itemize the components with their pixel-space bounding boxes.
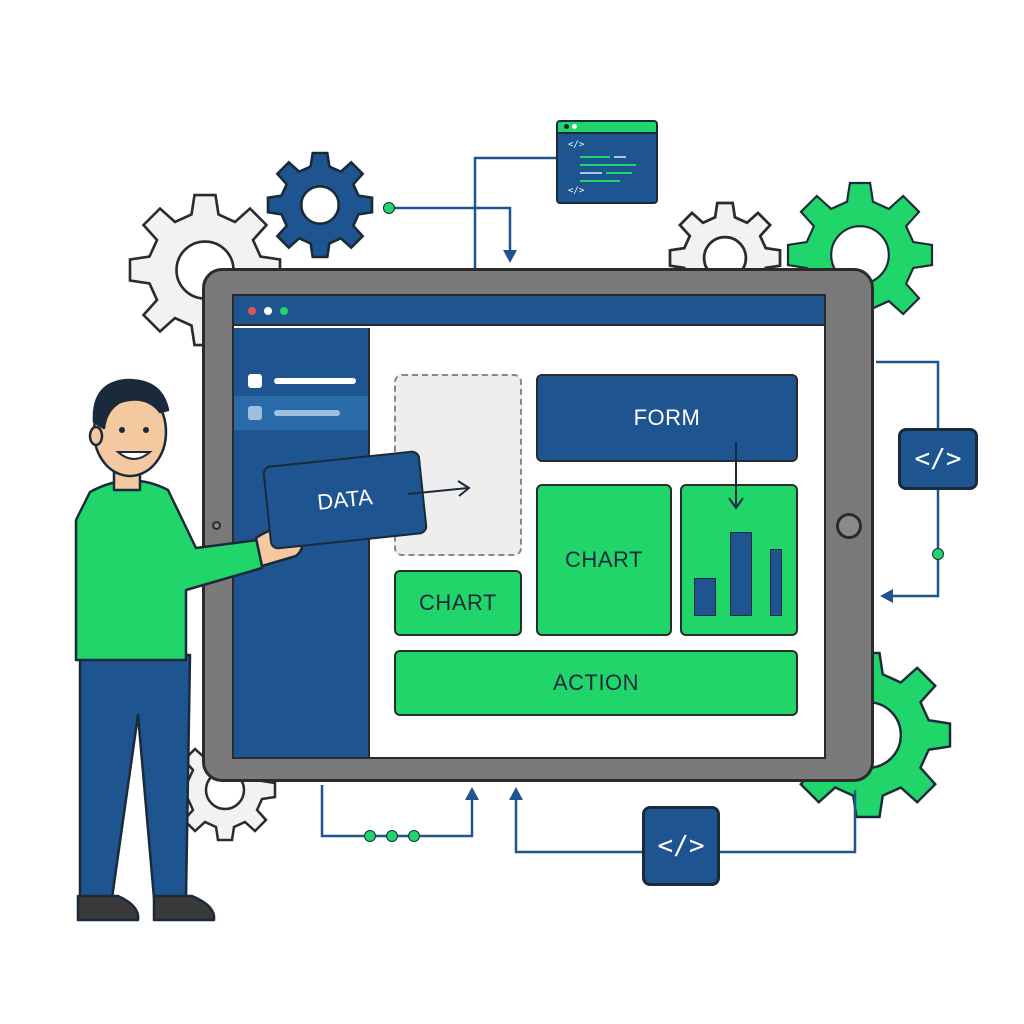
camera-dot	[212, 521, 221, 530]
data-card-label: DATA	[316, 484, 374, 515]
bar-chart-bar	[694, 578, 716, 616]
bar-chart-bar	[730, 532, 752, 616]
code-icon: </>	[642, 806, 720, 886]
chart-card-label: CHART	[565, 547, 643, 572]
action-button[interactable]: ACTION	[394, 650, 798, 716]
chart-card-label: CHART	[419, 590, 497, 615]
data-card[interactable]: DATA	[262, 449, 428, 551]
sidebar-item-label	[274, 410, 340, 416]
code-badge-label: </>	[657, 831, 705, 861]
sidebar-item-active[interactable]	[234, 396, 368, 430]
code-tag: </>	[568, 186, 585, 196]
form-card[interactable]: FORM	[536, 374, 798, 462]
title-bar	[234, 296, 824, 326]
sidebar-item-label	[274, 378, 356, 384]
chart-card-large[interactable]: CHART	[536, 484, 672, 636]
sidebar-item[interactable]	[246, 372, 366, 396]
code-icon: </>	[898, 428, 978, 490]
form-card-label: FORM	[633, 405, 701, 430]
code-tag: </>	[568, 140, 585, 150]
bar-chart-bar	[770, 549, 782, 616]
gear-icon	[266, 151, 374, 259]
checkbox-icon	[248, 406, 262, 420]
home-button[interactable]	[836, 513, 862, 539]
code-badge-label: </>	[914, 444, 962, 474]
minimize-dot-icon[interactable]	[264, 307, 272, 315]
connector-lines	[320, 156, 940, 854]
close-dot-icon[interactable]	[248, 307, 256, 315]
checkbox-icon	[248, 374, 262, 388]
action-button-label: ACTION	[552, 670, 640, 695]
arrow-icon	[465, 250, 893, 800]
maximize-dot-icon[interactable]	[280, 307, 288, 315]
chart-card-small[interactable]: CHART	[394, 570, 522, 636]
browser-window-icon: </> </>	[556, 120, 658, 204]
